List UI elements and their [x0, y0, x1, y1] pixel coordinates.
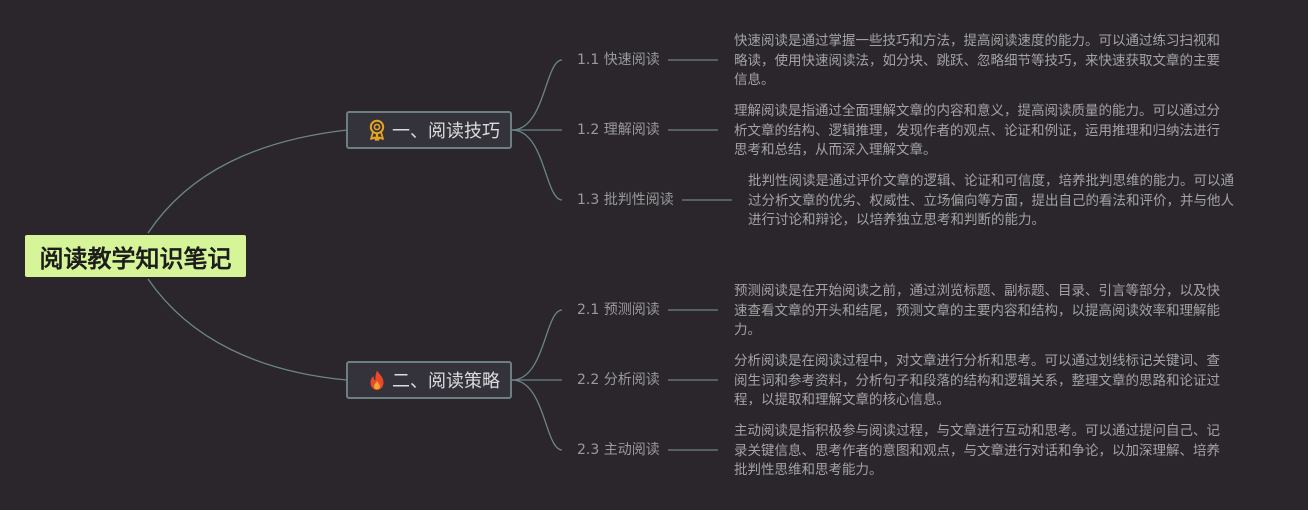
link-branch-1-topic-1 — [511, 59, 563, 131]
link-branch-2-topic-3 — [511, 379, 563, 451]
award-ribbon-icon — [366, 119, 388, 141]
topic-2-2[interactable]: 2.2 分析阅读 — [577, 372, 660, 388]
note-2-1: 预测阅读是在开始阅读之前，通过浏览标题、副标题、目录、引言等部分，以及快速查看文… — [734, 283, 1220, 338]
fire-icon — [366, 369, 388, 391]
link-branch-2-topic-1 — [511, 309, 563, 381]
link-root-branch-2 — [147, 278, 348, 381]
branch-node-reading-skills[interactable]: 一、阅读技巧 — [346, 111, 512, 149]
note-2-3: 主动阅读是指积极参与阅读过程，与文章进行互动和思考。可以通过提问自己、记录关键信… — [734, 423, 1220, 478]
branch-label: 二、阅读策略 — [392, 371, 500, 392]
note-1-3: 批判性阅读是通过评价文章的逻辑、论证和可信度，培养批判思维的能力。可以通过分析文… — [748, 173, 1234, 228]
branch-label: 一、阅读技巧 — [392, 121, 500, 142]
topic-1-2[interactable]: 1.2 理解阅读 — [577, 122, 660, 138]
topic-2-3[interactable]: 2.3 主动阅读 — [577, 442, 660, 458]
note-1-2: 理解阅读是指通过全面理解文章的内容和意义，提高阅读质量的能力。可以通过分析文章的… — [734, 103, 1220, 158]
branch-node-reading-strategy[interactable]: 二、阅读策略 — [346, 361, 512, 399]
link-root-branch-1 — [147, 129, 348, 234]
note-1-1: 快速阅读是通过掌握一些技巧和方法，提高阅读速度的能力。可以通过练习扫视和略读，使… — [734, 33, 1220, 88]
topic-1-1[interactable]: 1.1 快速阅读 — [577, 52, 660, 68]
note-2-2: 分析阅读是在阅读过程中，对文章进行分析和思考。可以通过划线标记关键词、查阅生词和… — [734, 353, 1220, 408]
topic-2-1[interactable]: 2.1 预测阅读 — [577, 302, 660, 318]
link-branch-1-topic-3 — [511, 129, 563, 201]
root-title: 阅读教学知识笔记 — [39, 244, 232, 273]
root-node[interactable]: 阅读教学知识笔记 — [25, 235, 246, 277]
topic-1-3[interactable]: 1.3 批判性阅读 — [577, 192, 674, 208]
